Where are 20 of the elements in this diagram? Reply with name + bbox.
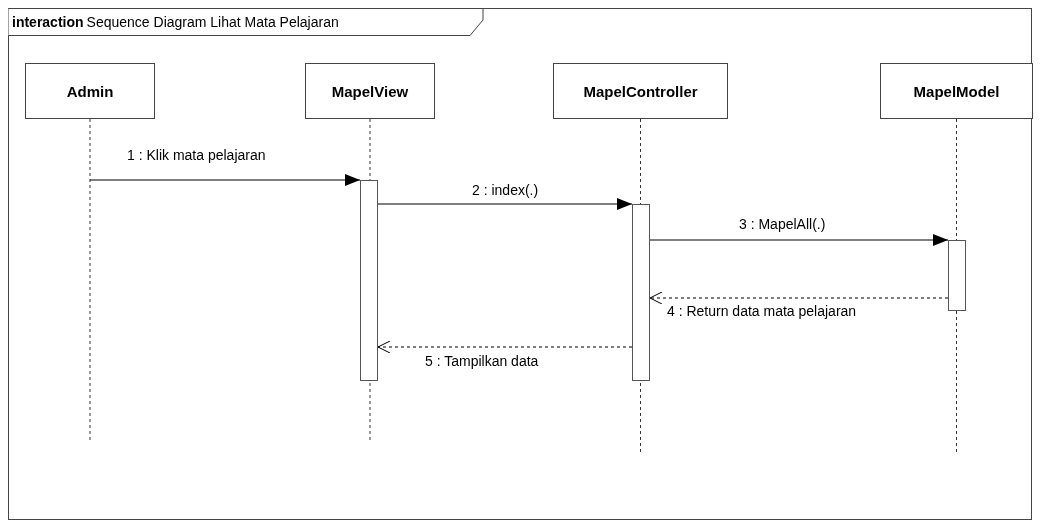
activation-bar: [948, 240, 966, 311]
lifeline-head: Admin: [25, 63, 155, 119]
message-arrow: [89, 174, 361, 186]
frame-title: Sequence Diagram Lihat Mata Pelajaran: [86, 14, 339, 30]
lifeline-head: MapelModel: [880, 63, 1033, 119]
activation-bar: [360, 180, 378, 381]
message-label: 2 : index(.): [470, 182, 541, 198]
message-label: 1 : Klik mata pelajaran: [125, 147, 268, 163]
frame-keyword: interaction: [12, 14, 84, 30]
lifeline-head: MapelController: [553, 63, 728, 119]
interaction-frame: [8, 8, 1032, 520]
lifeline-head: MapelView: [305, 63, 435, 119]
message-arrow: [377, 198, 633, 210]
message-label: 3 : MapelAll(.): [737, 216, 828, 232]
activation-bar: [632, 204, 650, 381]
message-label: 5 : Tampilkan data: [423, 353, 541, 369]
return-arrow: [377, 340, 633, 354]
message-arrow: [649, 234, 949, 246]
message-label: 4 : Return data mata pelajaran: [665, 303, 859, 319]
return-arrow: [649, 291, 949, 305]
